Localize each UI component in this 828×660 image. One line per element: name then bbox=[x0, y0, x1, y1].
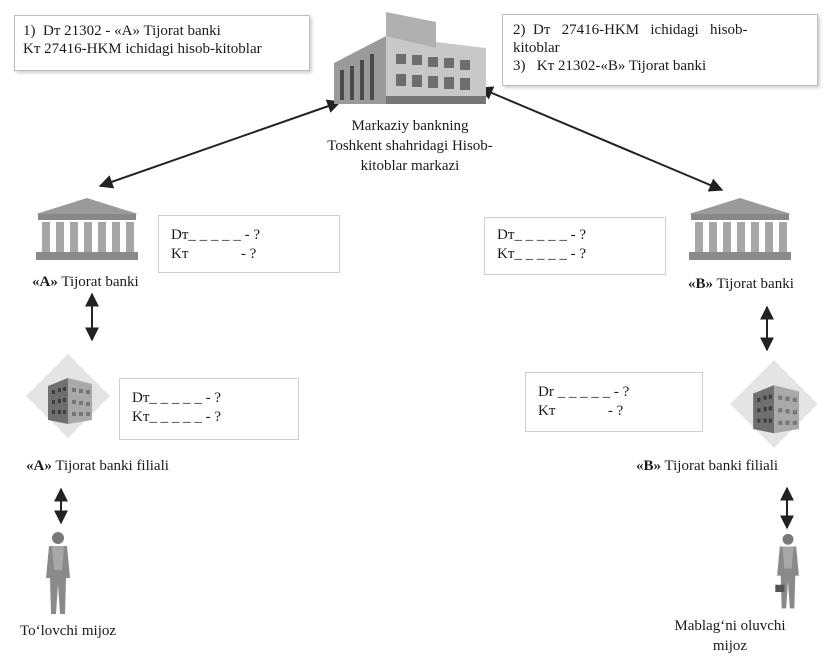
bank-a-debit-line: Dт_ _ _ _ _ - ? bbox=[171, 227, 261, 243]
central-caption-line-2: Toshkent shahridagi Hisob- bbox=[327, 138, 493, 154]
clearing-entry-box-right: 2) Dт 27416-HKM ichidagi hisob- kitoblar… bbox=[502, 14, 818, 86]
bank-b-credit-line: Kт_ _ _ _ _ - ? bbox=[497, 246, 587, 262]
payer-person-icon bbox=[46, 532, 70, 614]
branch-b-entry-box: Dr _ _ _ _ _ - ? Kт - ? bbox=[525, 372, 703, 432]
branch-a-credit-line: Kт_ _ _ _ _ - ? bbox=[132, 409, 222, 425]
clearing-entry-line-2: Kт 27416-HKM ichidagi hisob-kitoblar bbox=[23, 41, 262, 57]
clearing-entry-line-1: 1) Dт 21302 - «A» Tijorat banki bbox=[23, 23, 221, 39]
bank-b-label-rest: Tijorat banki bbox=[713, 276, 794, 292]
branch-a-label: «A» Tijorat banki filiali bbox=[26, 458, 169, 475]
branch-b-credit-line: Kт - ? bbox=[538, 403, 624, 419]
payer-label: To‘lovchi mijoz bbox=[20, 623, 117, 639]
bank-a-label-bold: «A» bbox=[32, 274, 58, 290]
receiver-label-line-2: mijoz bbox=[712, 638, 748, 654]
central-bank-building-icon bbox=[334, 12, 486, 104]
branch-b-building-icon bbox=[730, 360, 818, 448]
branch-a-building-icon bbox=[26, 354, 110, 438]
branch-a-entry-box: Dт_ _ _ _ _ - ? Kт_ _ _ _ _ - ? bbox=[119, 378, 299, 440]
bank-b-label-bold: «B» bbox=[688, 276, 714, 292]
branch-a-label-rest: Tijorat banki filiali bbox=[51, 458, 169, 474]
bank-a-credit-line: Kт - ? bbox=[171, 246, 257, 262]
bank-b-entry-box: Dт_ _ _ _ _ - ? Kт_ _ _ _ _ - ? bbox=[484, 217, 666, 275]
bank-b-debit-line: Dт_ _ _ _ _ - ? bbox=[497, 227, 587, 243]
clearing-entry-line-4: kitoblar bbox=[513, 40, 560, 56]
receiver-person-icon bbox=[775, 533, 799, 609]
clearing-entry-box-left: 1) Dт 21302 - «A» Tijorat banki Kт 27416… bbox=[14, 15, 310, 71]
bank-b-label: «B» Tijorat banki bbox=[688, 276, 794, 293]
branch-b-label: «B» Tijorat banki filiali bbox=[636, 458, 778, 475]
branch-b-label-rest: Tijorat banki filiali bbox=[661, 458, 779, 474]
central-bank-caption: Markaziy bankning Toshkent shahridagi Hi… bbox=[310, 116, 510, 176]
central-caption-line-3: kitoblar markazi bbox=[360, 158, 460, 174]
branch-a-label-bold: «A» bbox=[26, 458, 52, 474]
arrow-center-to-bank-a bbox=[98, 99, 342, 189]
clearing-entry-line-3: 2) Dт 27416-HKM ichidagi hisob- bbox=[513, 22, 748, 38]
branch-b-label-bold: «B» bbox=[636, 458, 662, 474]
bank-a-building-icon bbox=[36, 198, 138, 260]
central-caption-line-1: Markaziy bankning bbox=[351, 118, 469, 134]
bank-a-label-rest: Tijorat banki bbox=[57, 274, 139, 290]
arrow-center-to-bank-b bbox=[478, 86, 724, 192]
clearing-entry-line-5: 3) Kт 21302-«B» Tijorat banki bbox=[513, 58, 707, 74]
receiver-label: Mablag‘ni oluvchi mijoz bbox=[660, 616, 800, 656]
bank-a-label: «A» Tijorat banki bbox=[32, 274, 139, 291]
bank-a-entry-box: Dт_ _ _ _ _ - ? Kт - ? bbox=[158, 215, 340, 273]
bank-b-building-icon bbox=[689, 198, 791, 260]
receiver-label-line-1: Mablag‘ni oluvchi bbox=[674, 618, 786, 634]
branch-b-debit-line: Dr _ _ _ _ _ - ? bbox=[538, 384, 630, 400]
branch-a-debit-line: Dт_ _ _ _ _ - ? bbox=[132, 390, 222, 406]
